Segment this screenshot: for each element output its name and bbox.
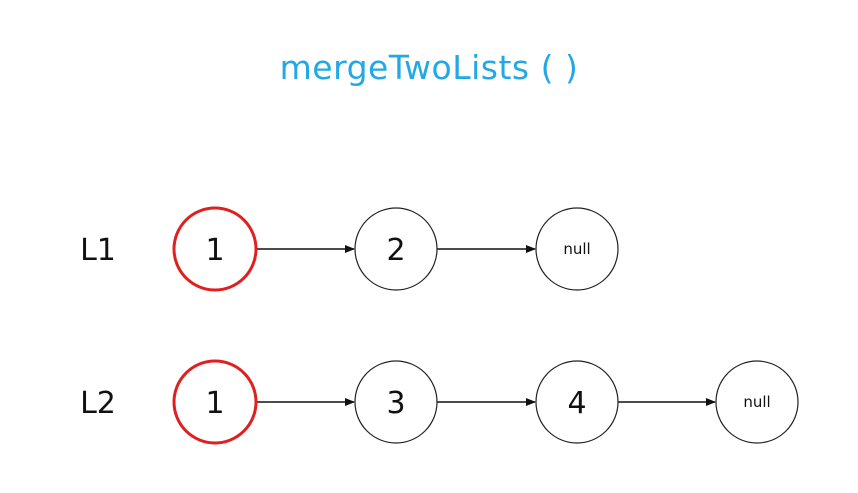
node-value: 1 [205,386,224,421]
null-node-circle [715,360,799,444]
list-l1: L1 1 2 null [80,206,619,292]
node-value: 1 [205,233,224,268]
null-node-label: null [563,240,590,258]
list-node-circle [354,360,438,444]
head-node-circle [172,206,258,292]
node-value: 3 [386,386,405,421]
node-value: 2 [386,233,405,268]
null-node-circle [535,207,619,291]
head-node-circle [172,359,258,445]
list-label: L1 [80,233,116,268]
list-node-circle [354,207,438,291]
diagram-title: mergeTwoLists ( ) [279,48,579,87]
list-l2: L2 1 3 4 null [80,359,799,445]
node-value: 4 [567,386,586,421]
list-node-circle [535,360,619,444]
null-node-label: null [743,393,770,411]
list-label: L2 [80,386,116,421]
